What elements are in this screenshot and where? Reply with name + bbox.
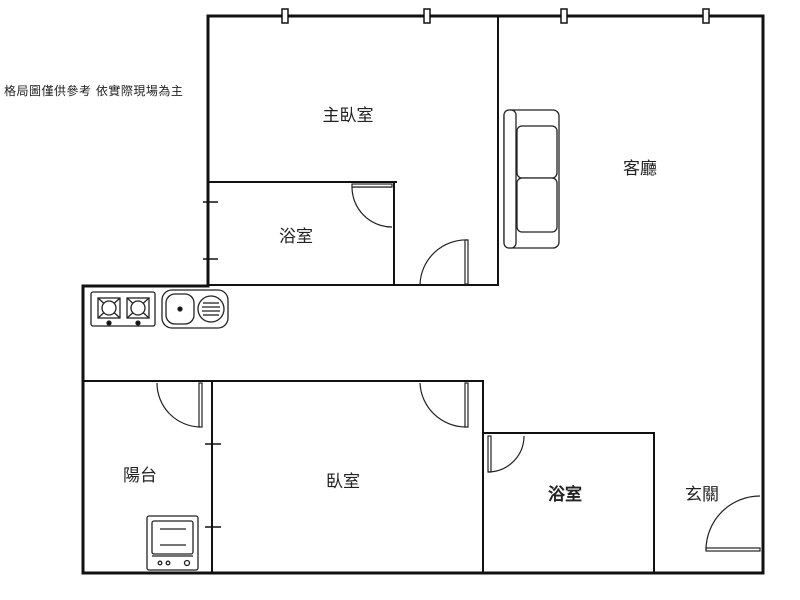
room-label-bathroom-lower: 浴室 [548, 484, 582, 505]
room-label-bathroom-upper: 浴室 [279, 227, 313, 247]
wall-marker-icon [203, 201, 221, 528]
room-label-balcony: 陽台 [123, 466, 157, 486]
room-label-master-bedroom: 主臥室 [323, 106, 374, 126]
outer-walls [81, 14, 765, 575]
disclaimer-note: 格局圖僅供參考 依實際現場為主 [4, 84, 184, 98]
interior-walls [82, 15, 655, 574]
sink-icon [161, 289, 229, 329]
door-swing-icon [156, 183, 761, 552]
room-label-living-room: 客廳 [623, 159, 657, 179]
window-marker-icon [281, 8, 710, 24]
sofa-icon [503, 109, 560, 249]
room-label-entrance: 玄關 [685, 485, 719, 505]
room-label-bedroom: 臥室 [326, 472, 360, 492]
stove-icon [90, 291, 156, 327]
washing-machine-icon [146, 515, 199, 571]
